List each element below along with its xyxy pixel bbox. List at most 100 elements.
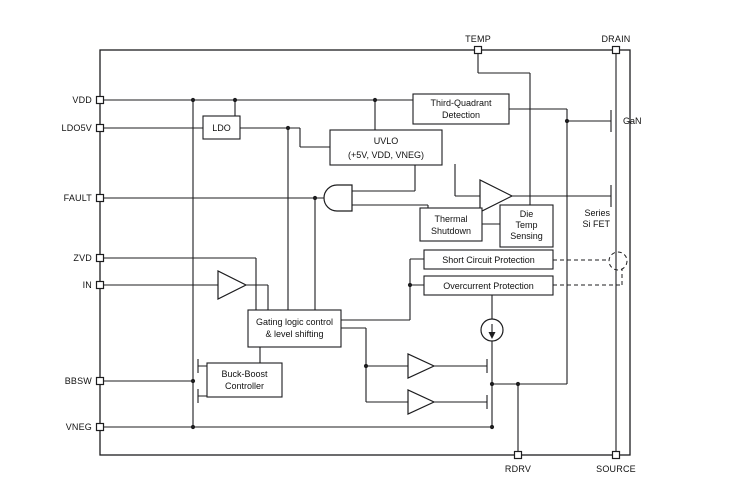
pin-source-label: SOURCE (596, 464, 636, 474)
pin-temp: TEMP (465, 34, 491, 55)
gate-comparator (479, 179, 514, 213)
buck-boost-label-2: Controller (225, 381, 264, 391)
block-gating-logic: Gating logic control & level shifting (247, 309, 342, 348)
junction-dot (564, 118, 570, 124)
pin-in: IN (83, 280, 105, 290)
pin-vneg: VNEG (66, 422, 105, 432)
thermal-shutdown-box (419, 207, 483, 242)
current-source-arrowhead (488, 332, 496, 339)
current-sense-circle (608, 251, 628, 271)
third-quadrant-label-1: Third-Quadrant (430, 98, 492, 108)
buck-boost-box (206, 362, 283, 398)
third-quadrant-box (412, 93, 510, 125)
junction-dot (407, 282, 413, 288)
pin-source: SOURCE (596, 450, 636, 474)
pin-rdrv-label: RDRV (505, 464, 531, 474)
current-source (480, 318, 504, 342)
pin-temp-label: TEMP (465, 34, 491, 44)
third-quadrant-label-2: Detection (442, 110, 480, 120)
block-uvlo: UVLO (+5V, VDD, VNEG) (329, 129, 443, 166)
junction-dot (515, 381, 521, 387)
ldo-box (202, 115, 241, 140)
pin-square (95, 253, 105, 263)
junction-dot (489, 424, 495, 430)
die-temp-box (499, 204, 554, 248)
gating-logic-label-1: Gating logic control (256, 317, 333, 327)
thermal-shutdown-label-1: Thermal (434, 214, 467, 224)
junction-dot (190, 378, 196, 384)
pin-square (95, 193, 105, 203)
pin-ldo5v-label: LDO5V (61, 123, 92, 133)
series-fet-label-1: Series (584, 208, 610, 218)
pin-zvd-label: ZVD (73, 253, 92, 263)
ic-boundary (99, 49, 631, 456)
short-circuit-label: Short Circuit Protection (442, 255, 535, 265)
pin-rdrv: RDRV (505, 450, 531, 474)
die-temp-label-2: Temp (515, 220, 537, 230)
fault-and-gate (323, 184, 353, 212)
pin-square (95, 422, 105, 432)
comparator-triangle (479, 179, 514, 213)
pin-vdd-label: VDD (72, 95, 92, 105)
pin-drain: DRAIN (601, 34, 630, 55)
thermal-shutdown-label-2: Shutdown (431, 226, 471, 236)
driver-buffer-high (407, 353, 436, 379)
gan-fet-label: GaN (623, 116, 642, 126)
driver-buffer-low (407, 389, 436, 415)
uvlo-box (329, 129, 443, 166)
pin-fault: FAULT (64, 193, 105, 203)
in-buffer (217, 270, 248, 300)
junction-dot (190, 424, 196, 430)
and-gate-shape (323, 184, 353, 212)
short-circuit-box (423, 249, 554, 270)
buck-boost-label-1: Buck-Boost (221, 369, 268, 379)
gating-logic-label-2: & level shifting (265, 329, 323, 339)
pin-drain-label: DRAIN (601, 34, 630, 44)
junction-dots (190, 97, 570, 430)
pin-square (473, 45, 483, 55)
buffer-triangle (407, 389, 436, 415)
block-die-temp: Die Temp Sensing (499, 204, 554, 248)
buffer-triangle (217, 270, 248, 300)
block-overcurrent: Overcurrent Protection (423, 275, 554, 296)
pin-square (513, 450, 523, 460)
pin-bbsw: BBSW (65, 376, 105, 386)
die-temp-label-1: Die (520, 209, 534, 219)
pin-zvd: ZVD (73, 253, 105, 263)
overcurrent-box (423, 275, 554, 296)
buffer-triangle (407, 353, 436, 379)
block-buck-boost: Buck-Boost Controller (206, 362, 283, 398)
junction-dot (363, 363, 369, 369)
die-temp-label-3: Sensing (510, 231, 543, 241)
uvlo-label-2: (+5V, VDD, VNEG) (348, 150, 424, 160)
junction-dot (190, 97, 196, 103)
pin-square (95, 280, 105, 290)
series-fet-label-2: Si FET (582, 219, 610, 229)
block-short-circuit: Short Circuit Protection (423, 249, 554, 270)
pin-ldo5v: LDO5V (61, 123, 105, 133)
junction-dot (372, 97, 378, 103)
junction-dot (232, 97, 238, 103)
pin-square (611, 45, 621, 55)
ldo-label: LDO (212, 123, 231, 133)
block-ldo: LDO (202, 115, 241, 140)
pin-square (611, 450, 621, 460)
pin-fault-label: FAULT (64, 193, 93, 203)
pin-vneg-label: VNEG (66, 422, 92, 432)
pin-square (95, 123, 105, 133)
uvlo-label-1: UVLO (374, 136, 399, 146)
pin-square (95, 95, 105, 105)
pin-vdd: VDD (72, 95, 105, 105)
circuit-wires (104, 54, 617, 451)
junction-dot (312, 195, 318, 201)
block-thermal-shutdown: Thermal Shutdown (419, 207, 483, 242)
gating-logic-box (247, 309, 342, 348)
block-third-quadrant: Third-Quadrant Detection (412, 93, 510, 125)
overcurrent-label: Overcurrent Protection (443, 281, 534, 291)
dashed-wires (553, 259, 623, 286)
junction-dot (285, 125, 291, 131)
pin-square (95, 376, 105, 386)
pin-bbsw-label: BBSW (65, 376, 93, 386)
